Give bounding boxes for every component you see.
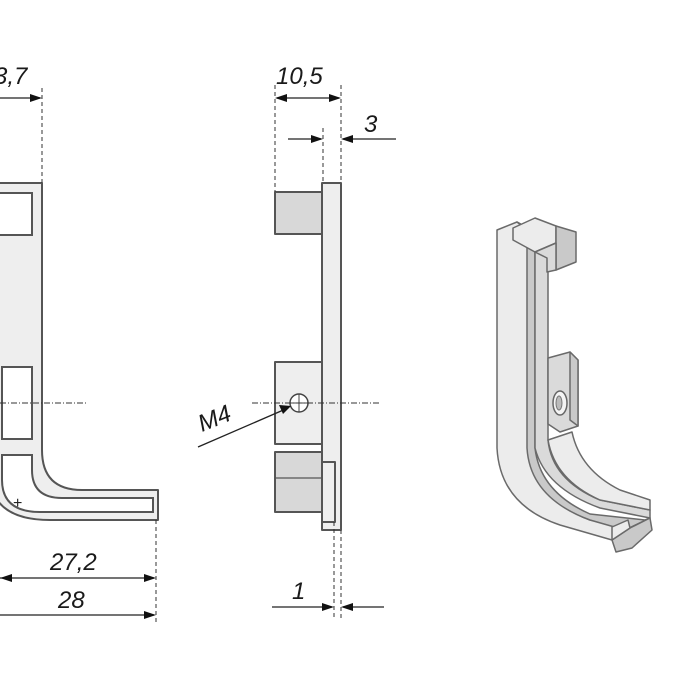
iso-lower-ledge: [547, 431, 651, 511]
dim-side-bottom-label: 1: [292, 578, 305, 605]
dim-side-top-arrow-left: [275, 94, 287, 102]
dim-side-thickness-arrow-right: [341, 135, 353, 143]
thread-leader-line: [197, 407, 289, 448]
dim-side-thickness-arrow-left: [311, 135, 323, 143]
side-view-plate: [321, 182, 342, 531]
front-view-top-cutout: [0, 192, 33, 236]
dim-side-bottom-arrow-left: [322, 603, 334, 611]
iso-top-tab-front: [534, 242, 557, 273]
thread-label: M4: [194, 400, 235, 438]
side-view-low-block: [274, 451, 323, 513]
iso-end-notch: [611, 519, 631, 541]
dim-side-top-label: 10,5: [276, 63, 323, 90]
front-view-channel: [0, 454, 154, 513]
isometric-view: [496, 217, 653, 553]
front-view: + 3,7 27,2 28: [0, 63, 159, 625]
front-view-plus-mark: +: [13, 495, 22, 512]
side-view-step: [321, 461, 336, 523]
dim-side-top-arrow-right: [329, 94, 341, 102]
iso-thread-hole-inner: [555, 395, 563, 411]
side-view-top-block: [274, 191, 323, 235]
dim-front-inner-label: 27,2: [49, 549, 97, 576]
dim-front-top-label: 3,7: [0, 63, 29, 90]
dim-front-inner-arrow: [144, 574, 156, 582]
dim-side-thickness-label: 3: [364, 111, 378, 138]
side-view: 10,5 3 M4 1: [194, 63, 396, 618]
dim-front-top-arrow: [30, 94, 42, 102]
iso-mid-block-side: [569, 351, 579, 427]
dim-front-outer-label: 28: [57, 587, 85, 614]
dim-front-outer-arrow: [144, 611, 156, 619]
front-view-body: [0, 182, 159, 521]
thread-leader-arrow: [279, 405, 291, 414]
iso-top-tab-right: [555, 225, 577, 271]
dim-front-inner-arrow-left: [0, 574, 12, 582]
dim-side-bottom-arrow-right: [341, 603, 353, 611]
